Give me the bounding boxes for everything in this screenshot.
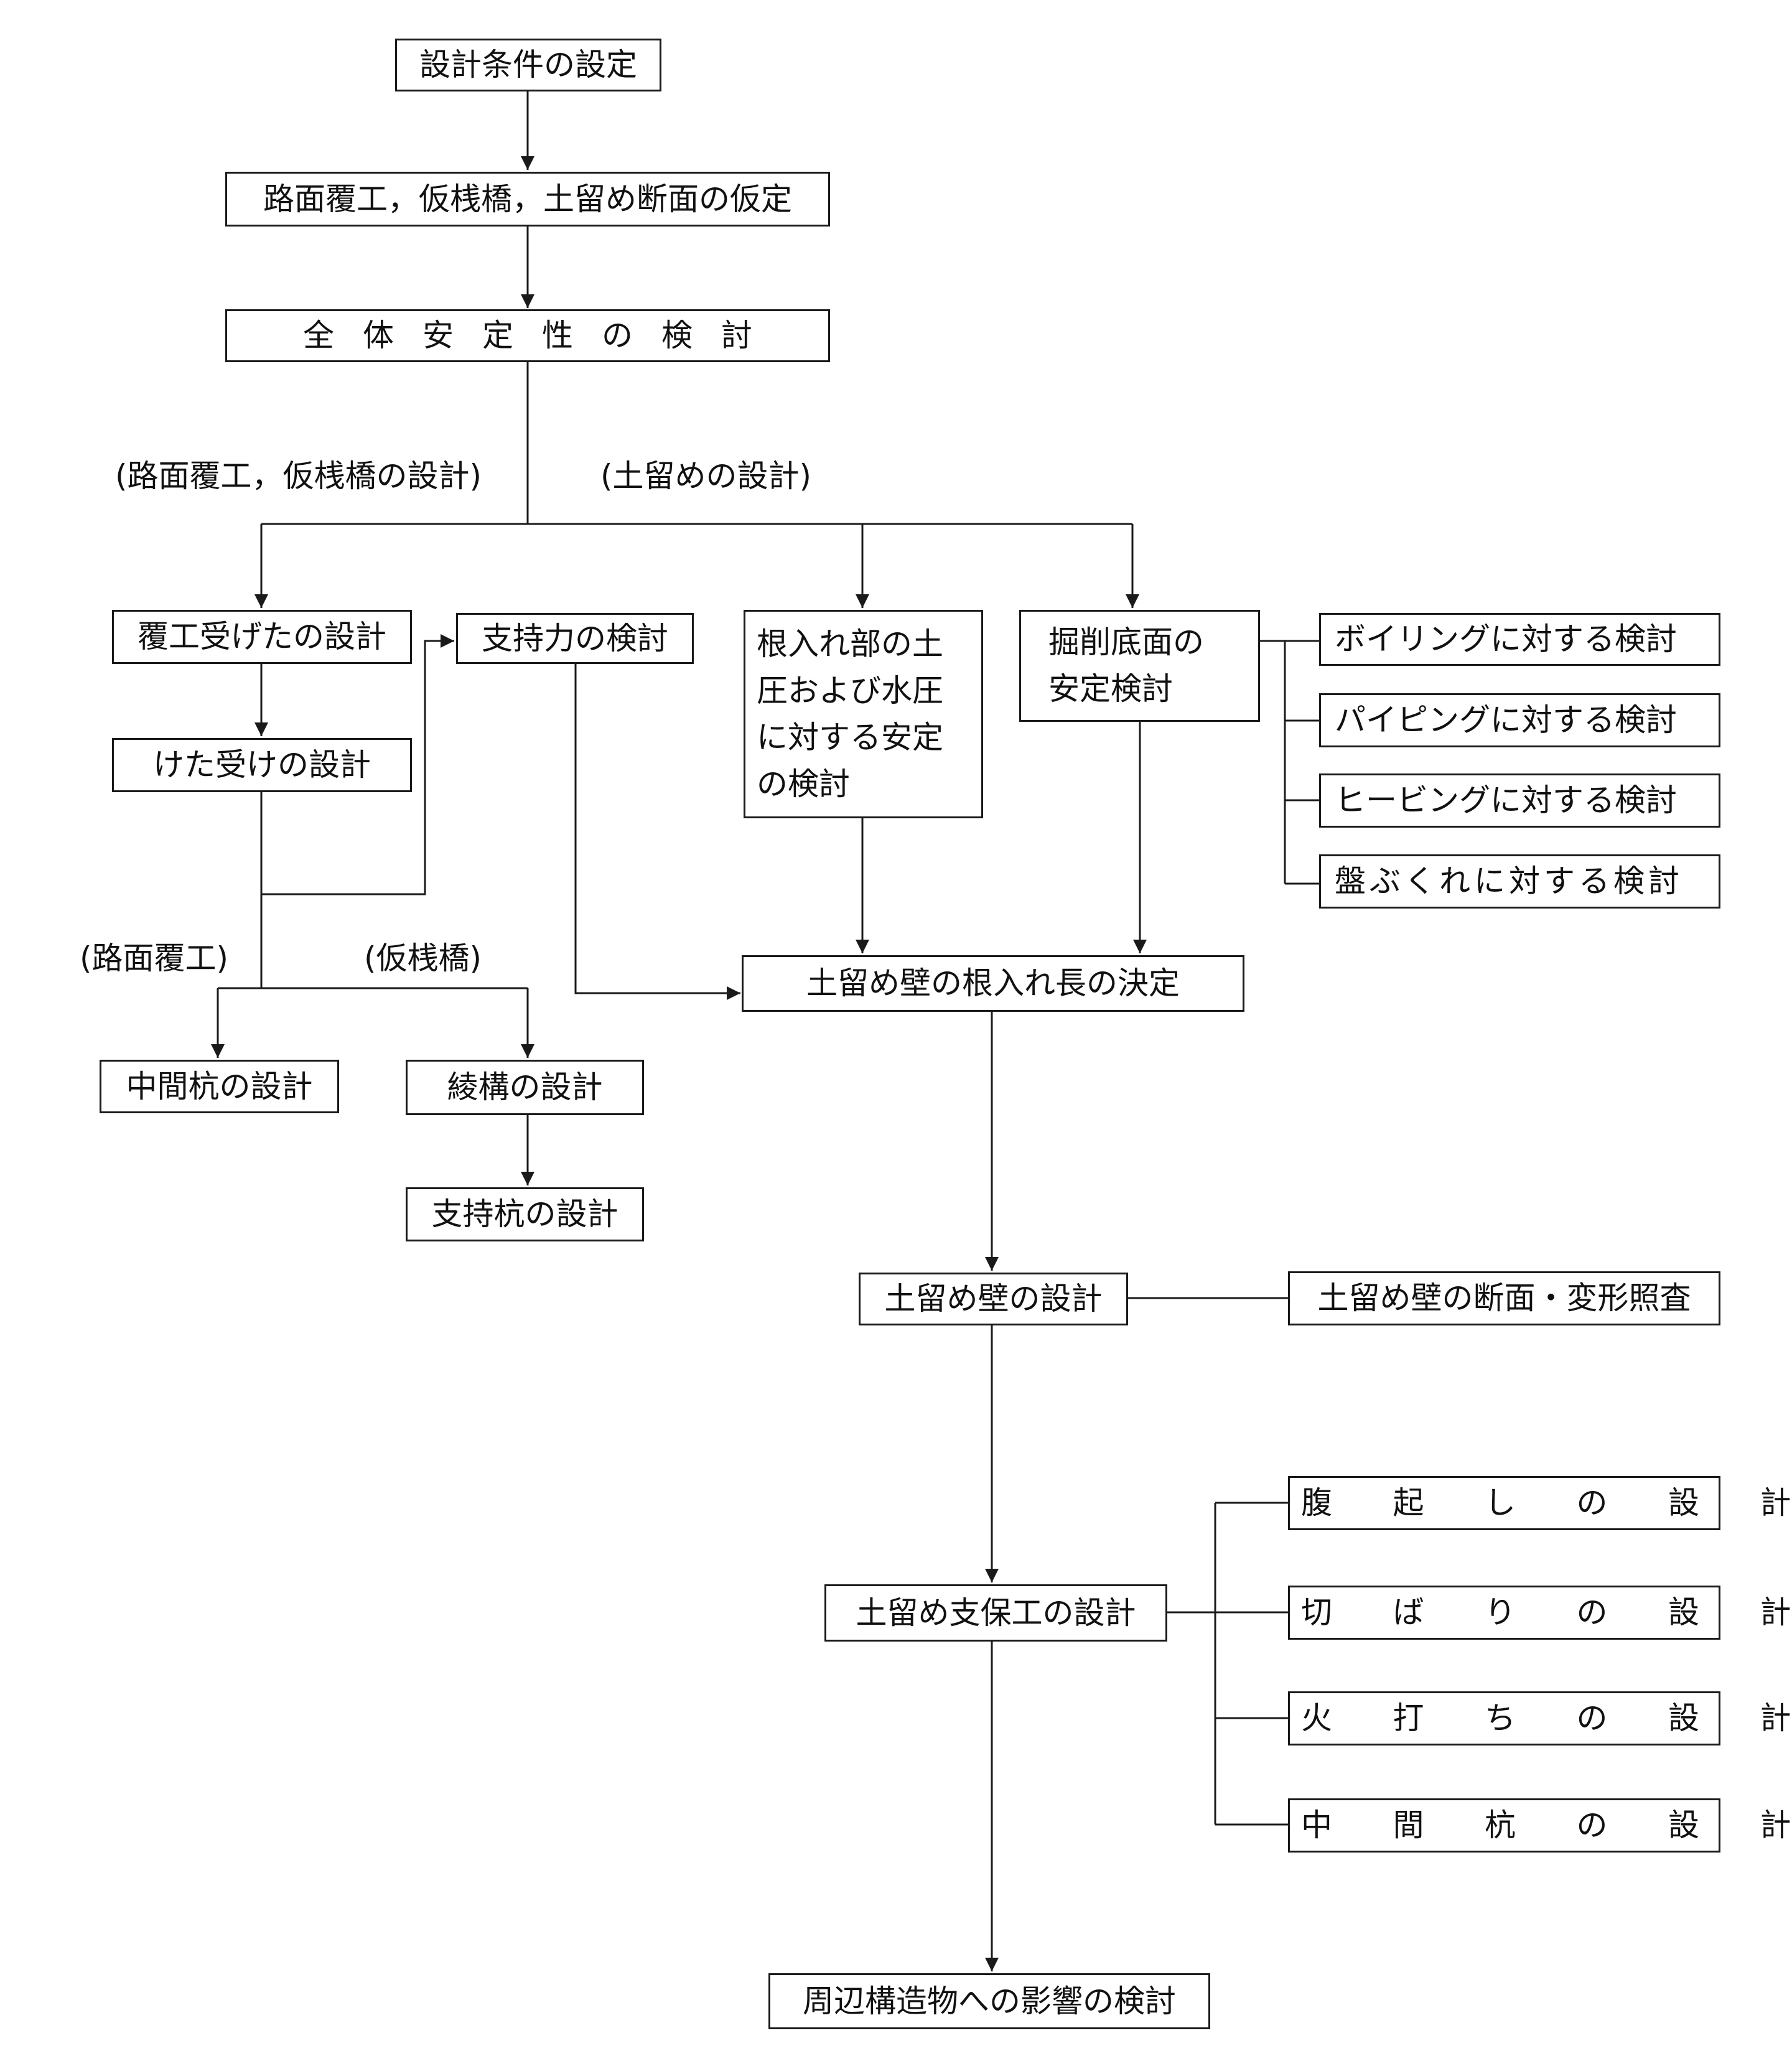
node-timbering-design: 土留め支保工の設計 — [824, 1584, 1167, 1642]
node-wall-design: 土留め壁の設計 — [859, 1273, 1128, 1325]
node-excavation-bottom: 掘削底面の 安定検討 — [1019, 610, 1260, 722]
node-boiling-check: ボイリングに対する検討 — [1319, 613, 1720, 666]
node-embedment-stability: 根入れ部の土 圧および水圧 に対する安定 の検討 — [744, 610, 983, 818]
node-middle-pile-strut: 中間杭の設計 — [1288, 1798, 1791, 1853]
node-bracing: 綾構の設計 — [406, 1060, 644, 1115]
node-uplift-check: 盤ぶくれに対する検討 — [1319, 854, 1720, 909]
node-piping-check: パイピングに対する検討 — [1319, 693, 1720, 747]
node-heaving-check: ヒービングに対する検討 — [1319, 773, 1720, 828]
label-branch-cover: (路面覆工) — [80, 940, 229, 976]
node-support-pile: 支持杭の設計 — [406, 1187, 644, 1241]
node-middle-pile-cover: 中間杭の設計 — [100, 1060, 339, 1113]
line-timbering-branches — [1167, 1502, 1288, 1826]
node-embedment-length: 土留め壁の根入れ長の決定 — [742, 955, 1244, 1012]
node-corner-brace: 火打ちの設計 — [1288, 1691, 1791, 1745]
node-provisional-sections: 路面覆工，仮桟橋，土留め断面の仮定 — [225, 172, 830, 227]
node-surrounding-impact: 周辺構造物への影響の検討 — [768, 1973, 1210, 2029]
node-cover-girder: 覆工受げたの設計 — [112, 610, 412, 664]
node-design-conditions: 設計条件の設定 — [395, 39, 661, 91]
label-branch-retaining: (土留めの設計) — [600, 458, 812, 494]
label-branch-bridge: (仮桟橋) — [364, 940, 482, 976]
node-bearing-capacity: 支持力の検討 — [456, 613, 694, 664]
arrow-to-bearing-capacity — [261, 634, 454, 895]
label-branch-cover-bridge: (路面覆工，仮桟橋の設計) — [115, 458, 482, 494]
node-overall-stability: 全体安定性の検討 — [225, 309, 830, 362]
node-wale: 腹起しの設計 — [1288, 1476, 1791, 1530]
node-wall-check: 土留め壁の断面・変形照査 — [1288, 1271, 1720, 1325]
node-strut: 切ばりの設計 — [1288, 1586, 1791, 1640]
arrow-bearing-to-embedment-length — [574, 664, 740, 1000]
line-excavation-checks — [1260, 640, 1319, 885]
node-girder-support: けた受けの設計 — [112, 738, 412, 792]
